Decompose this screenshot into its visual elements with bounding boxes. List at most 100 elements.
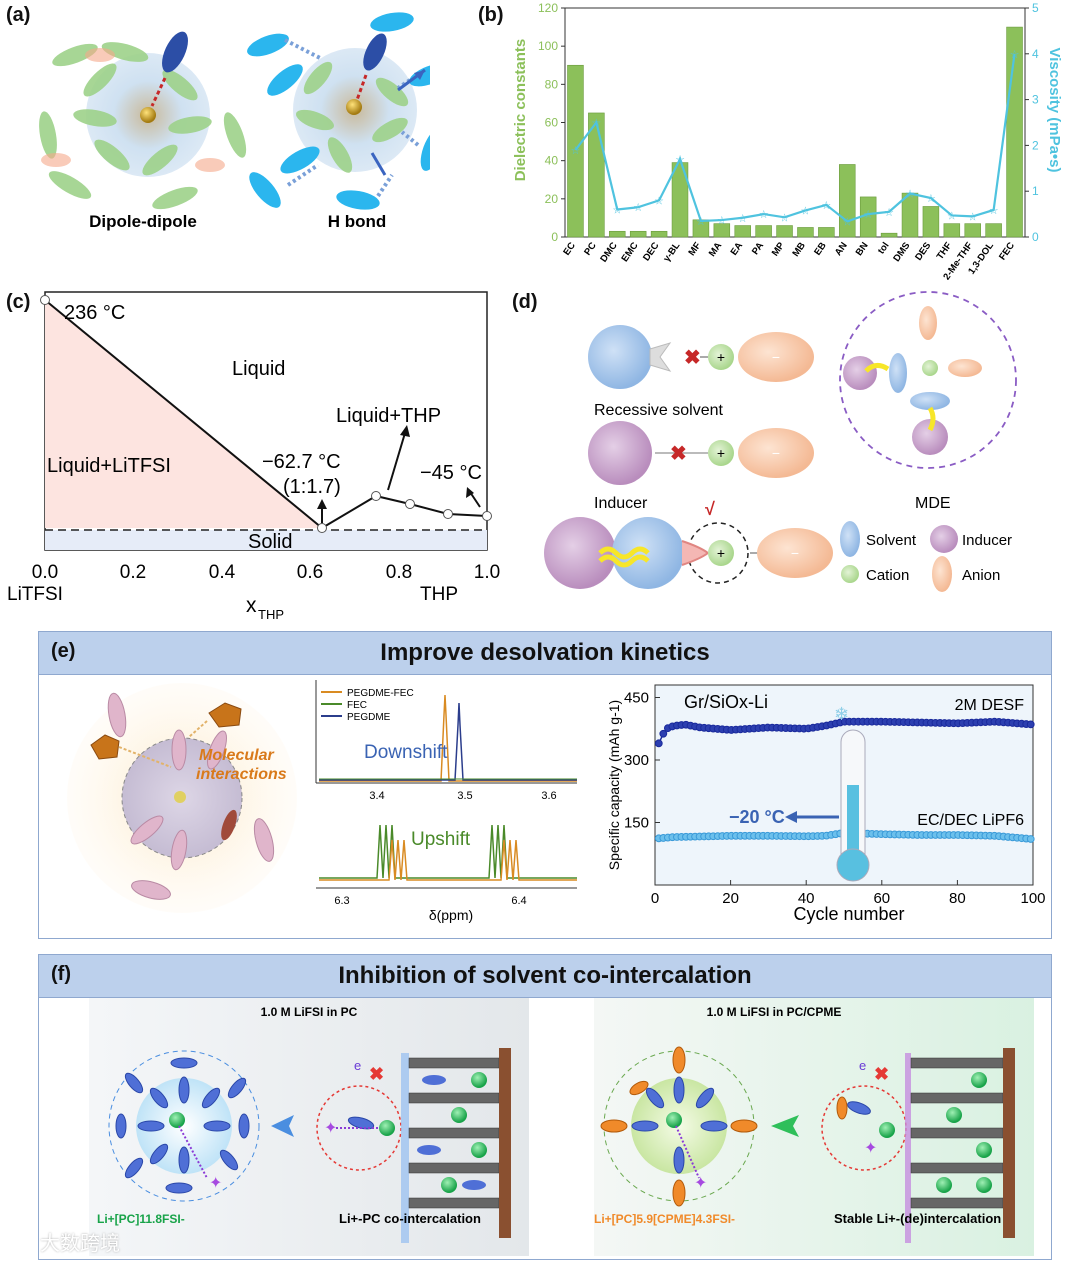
delta-label: δ(ppm) bbox=[429, 907, 473, 923]
c-45-label: −45 °C bbox=[420, 462, 482, 484]
panel-a: (a) bbox=[0, 0, 451, 280]
panel-f-graphics: 1.0 M LiFSI in PC 1.0 M LiFSI in PC/CPME… bbox=[89, 998, 1034, 1256]
b-category-label: MF bbox=[686, 240, 703, 258]
dipole-dipole-label: Dipole-dipole bbox=[89, 212, 197, 231]
nmr-top: PEGDME-FEC FEC PEGDME Downshift 3.4 3.5 … bbox=[315, 680, 577, 802]
b-bar bbox=[671, 162, 689, 238]
svg-text:✦: ✦ bbox=[324, 1120, 337, 1137]
e-series-point bbox=[659, 729, 668, 738]
b-viscosity-point: ☆ bbox=[612, 205, 622, 217]
b-bar bbox=[567, 64, 584, 238]
e-interactions-label: interactions bbox=[196, 766, 287, 783]
b-category-label: AN bbox=[833, 240, 850, 258]
hbond-label: H bond bbox=[328, 212, 387, 231]
svg-text:✦: ✦ bbox=[864, 1140, 877, 1157]
b-category-label: γ-BL bbox=[661, 240, 682, 264]
b-viscosity-point: ☆ bbox=[884, 207, 894, 219]
b-category-label: tol bbox=[876, 240, 892, 256]
b-viscosity-line bbox=[574, 53, 1016, 223]
panel-f-header: (f) Inhibition of solvent co-intercalati… bbox=[39, 955, 1051, 998]
nmr-legend-1: FEC bbox=[347, 700, 367, 711]
b-bar bbox=[880, 232, 898, 238]
watermark: 大数跨境 bbox=[40, 1233, 120, 1255]
c-tick-4: 0.8 bbox=[386, 562, 412, 583]
b-left-tick-label: 40 bbox=[545, 154, 559, 168]
c-solid-label: Solid bbox=[248, 531, 292, 553]
b-bar bbox=[964, 223, 981, 238]
b-left-tick-label: 80 bbox=[545, 77, 559, 91]
c-236-label: 236 °C bbox=[64, 302, 125, 324]
b-bar bbox=[943, 223, 961, 238]
e-y-tick-label: 300 bbox=[624, 752, 649, 769]
d-legend-solvent: Solvent bbox=[866, 532, 917, 549]
panel-a-label: (a) bbox=[6, 4, 31, 26]
b-bar bbox=[755, 225, 772, 238]
b-left-tick-label: 60 bbox=[545, 116, 559, 130]
b-viscosity-point: ☆ bbox=[905, 188, 915, 200]
b-viscosity-point: ☆ bbox=[968, 211, 978, 223]
b-bar bbox=[588, 112, 605, 238]
b-viscosity-point: ☆ bbox=[821, 200, 831, 212]
upshift-label: Upshift bbox=[411, 829, 471, 850]
d-legend-inducer: Inducer bbox=[962, 532, 1012, 549]
panel-d-label: (d) bbox=[512, 291, 538, 313]
b-bar bbox=[922, 206, 940, 238]
c-xlabel-sub: THP bbox=[258, 607, 284, 622]
b-right-tick-label: 5 bbox=[1032, 1, 1039, 15]
panel-e-label: (e) bbox=[51, 640, 76, 662]
svg-text:e: e bbox=[354, 1058, 361, 1073]
c-left-comp: LiTFSI bbox=[7, 584, 63, 605]
e-temp-label: −20 °C bbox=[729, 807, 785, 827]
f-left-caption: Li+-PC co-intercalation bbox=[339, 1211, 481, 1226]
c-x-ticks: 0.0 0.2 0.4 0.6 0.8 1.0 bbox=[32, 562, 500, 583]
b-category-label: DMS bbox=[891, 240, 912, 264]
b-category-label: DEC bbox=[641, 240, 662, 263]
d-mde-label: MDE bbox=[915, 495, 951, 512]
c-tick-2: 0.4 bbox=[209, 562, 236, 583]
c-right-comp: THP bbox=[420, 584, 458, 605]
b-viscosity-point: ☆ bbox=[571, 145, 581, 157]
b-category-label: THF bbox=[935, 240, 955, 262]
e-ecdec-label: EC/DEC LiPF6 bbox=[917, 812, 1024, 829]
nmr-legend-2: PEGDME bbox=[347, 712, 391, 723]
e-series-point bbox=[1026, 835, 1035, 843]
b-category-label: FEC bbox=[997, 240, 1017, 262]
b-bar bbox=[650, 230, 668, 238]
d-plus-2: + bbox=[717, 445, 725, 461]
b-left-tick-label: 100 bbox=[538, 39, 558, 53]
c-liquid-litfsi-label: Liquid+LiTFSI bbox=[47, 455, 171, 477]
c-eutectic-temp: −62.7 °C bbox=[262, 451, 341, 473]
svg-text:✖: ✖ bbox=[670, 443, 687, 465]
b-right-tick-label: 4 bbox=[1032, 47, 1039, 61]
nmr-bottom-tick-0: 6.3 bbox=[334, 895, 349, 907]
e-ylabel: Specific capacity (mAh g-1) bbox=[606, 700, 622, 870]
b-bar bbox=[629, 230, 647, 238]
b-viscosity-point: ☆ bbox=[591, 118, 601, 130]
c-liquid-label: Liquid bbox=[232, 358, 285, 380]
d-minus-1: − bbox=[772, 349, 780, 365]
b-viscosity-point: ☆ bbox=[863, 209, 873, 221]
nmr-bottom: Upshift 6.3 6.4 δ(ppm) bbox=[316, 824, 577, 923]
panel-e-title: Improve desolvation kinetics bbox=[380, 639, 710, 666]
dipole-cluster bbox=[39, 31, 247, 210]
d-plus-1: + bbox=[717, 349, 725, 365]
b-category-label: PA bbox=[750, 240, 766, 257]
b-viscosity-point: ☆ bbox=[947, 210, 957, 222]
panel-b-label: (b) bbox=[478, 4, 504, 26]
e-y-tick-label: 150 bbox=[624, 815, 649, 832]
nmr-bottom-tick-1: 6.4 bbox=[511, 895, 526, 907]
f-left-title: 1.0 M LiFSI in PC bbox=[261, 1005, 358, 1019]
svg-text:❄: ❄ bbox=[834, 704, 849, 724]
d-minus-3: − bbox=[791, 545, 799, 561]
d-legend-cation: Cation bbox=[866, 567, 909, 584]
b-right-tick-label: 0 bbox=[1032, 230, 1039, 244]
b-viscosity-point: ☆ bbox=[1010, 49, 1020, 61]
phase-diagram: 236 °C Liquid Liquid+THP Liquid+LiTFSI −… bbox=[7, 291, 500, 622]
panel-f-title: Inhibition of solvent co-intercalation bbox=[338, 962, 752, 989]
c-tick-0: 0.0 bbox=[32, 562, 58, 583]
b-bar bbox=[776, 225, 793, 238]
b-category-label: EMC bbox=[620, 240, 641, 264]
svg-text:✖: ✖ bbox=[874, 1064, 889, 1084]
